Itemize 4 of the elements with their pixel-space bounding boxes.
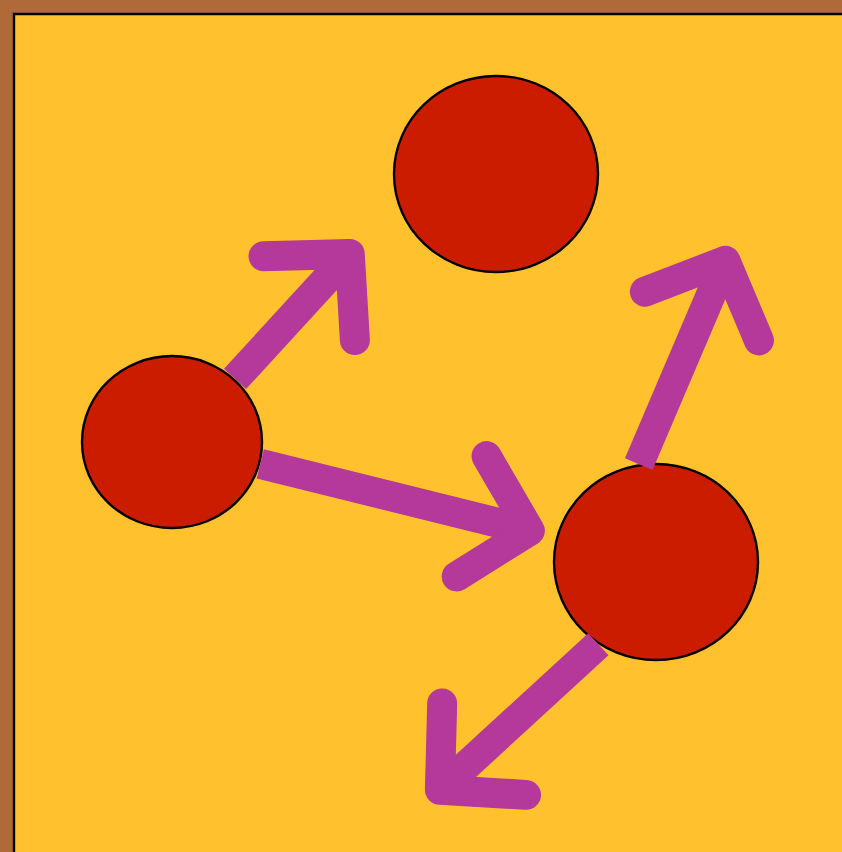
arrow	[256, 441, 545, 592]
circle	[392, 74, 600, 274]
circle	[80, 354, 264, 530]
circle	[552, 462, 760, 662]
